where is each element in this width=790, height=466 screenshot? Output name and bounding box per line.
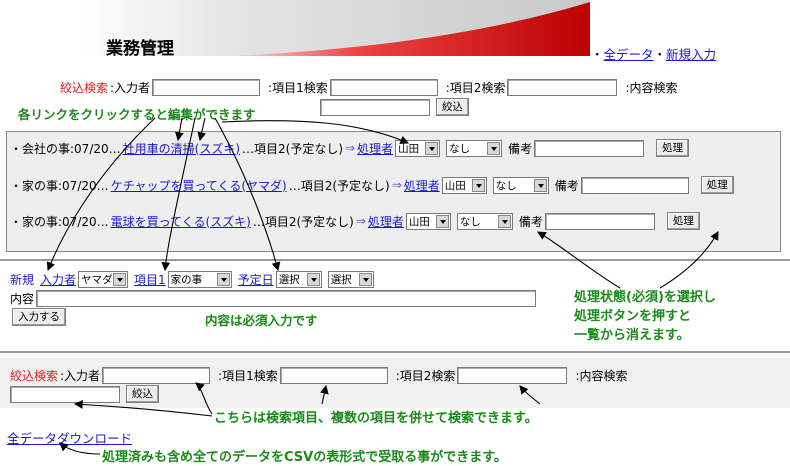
remarks-label: 備考 bbox=[518, 214, 543, 229]
handler-link[interactable]: 処理者 bbox=[357, 141, 394, 156]
item1-search-label: :項目1検索 bbox=[268, 81, 328, 95]
task-suffix: …項目2(予定なし) bbox=[242, 141, 344, 156]
inputter-search-label: :入力者 bbox=[110, 81, 151, 95]
chevron-down-icon bbox=[487, 141, 501, 155]
filter-submit-button[interactable]: 絞込 bbox=[126, 385, 159, 403]
new-entry-submit-wrap: 入力する bbox=[12, 308, 66, 326]
note-search: こちらは検索項目、複数の項目を併せて検索できます。 bbox=[214, 411, 538, 426]
header-banner bbox=[78, 0, 590, 56]
handler-link[interactable]: 処理者 bbox=[367, 214, 404, 229]
arrow-icon: ⇒ bbox=[391, 178, 402, 192]
task-prefix: ・家の事:07/20… bbox=[10, 178, 109, 193]
note-download: 処理済みも含め全てのデータをCSVの表形式で受取る事ができます。 bbox=[102, 450, 507, 465]
divider bbox=[0, 259, 790, 261]
new-entry-row: 新規 入力者 ヤマダ 項目1 家の事 予定日 選択 選択 bbox=[10, 271, 374, 288]
item2-search-input[interactable] bbox=[457, 367, 568, 384]
task-row: ・家の事:07/20… ケチャップを買ってくる(ヤマダ) …項目2(予定なし) … bbox=[10, 176, 734, 194]
remarks-label: 備考 bbox=[554, 178, 579, 193]
date-link[interactable]: 予定日 bbox=[237, 273, 274, 287]
task-suffix: …項目2(予定なし) bbox=[288, 178, 390, 193]
chevron-down-icon bbox=[497, 214, 511, 228]
arrow-icon: ⇒ bbox=[345, 141, 356, 155]
filter-bottom-row2: 絞込 bbox=[10, 385, 159, 403]
remarks-input[interactable] bbox=[580, 176, 689, 194]
nav-separator: ・ bbox=[653, 47, 667, 62]
inputter-search-label: :入力者 bbox=[60, 369, 101, 383]
chevron-down-icon bbox=[533, 178, 547, 192]
task-link[interactable]: 社用車の清掃(スズキ) bbox=[122, 141, 241, 156]
item1-select[interactable]: 家の事 bbox=[167, 271, 232, 288]
chevron-down-icon bbox=[425, 141, 439, 155]
new-entry-label: 新規 bbox=[10, 273, 35, 287]
task-row: ・会社の事:07/20… 社用車の清掃(スズキ) …項目2(予定なし) ⇒ 処理… bbox=[10, 139, 690, 157]
filter-label: 絞込検索 bbox=[10, 369, 59, 383]
chevron-down-icon bbox=[306, 273, 320, 286]
divider bbox=[0, 351, 790, 353]
content-search-input[interactable] bbox=[10, 385, 120, 403]
chevron-down-icon bbox=[435, 214, 449, 228]
chevron-down-icon bbox=[216, 273, 230, 286]
process-button[interactable]: 処理 bbox=[666, 212, 700, 230]
content-input[interactable] bbox=[36, 290, 537, 307]
date-select-month[interactable]: 選択 bbox=[275, 271, 322, 288]
filter-submit-button[interactable]: 絞込 bbox=[436, 98, 469, 116]
chevron-down-icon bbox=[471, 178, 485, 192]
filter-top-row: 絞込検索 :入力者 :項目1検索 :項目2検索 :内容検索 bbox=[60, 79, 677, 96]
note-status: 処理状態(必須)を選択し 処理ボタンを押すと 一覧から消えます。 bbox=[574, 290, 716, 343]
date-select-day[interactable]: 選択 bbox=[327, 271, 374, 288]
remarks-input[interactable] bbox=[534, 139, 645, 157]
arrow-icon: ⇒ bbox=[355, 214, 366, 228]
inputter-search-input[interactable] bbox=[152, 79, 261, 96]
content-row: 内容 bbox=[10, 290, 537, 307]
item2-search-label: :項目2検索 bbox=[445, 81, 506, 95]
item2-search-label: :項目2検索 bbox=[395, 369, 456, 383]
content-label: 内容 bbox=[10, 292, 35, 306]
process-button[interactable]: 処理 bbox=[656, 139, 690, 157]
note-click-edit: 各リンクをクリックすると編集ができます bbox=[18, 107, 256, 122]
handler-select[interactable]: 山田 bbox=[405, 212, 451, 230]
handler-select[interactable]: 山田 bbox=[441, 176, 487, 194]
handler-select[interactable]: 山田 bbox=[395, 139, 441, 157]
status-select[interactable]: なし bbox=[456, 212, 513, 230]
task-link[interactable]: 電球を買ってくる(スズキ) bbox=[110, 214, 251, 229]
filter-bottom-row: 絞込検索 :入力者 :項目1検索 :項目2検索 :内容検索 bbox=[10, 367, 627, 384]
header-nav: ・全データ・新規入力 bbox=[591, 44, 716, 63]
remarks-input[interactable] bbox=[544, 212, 655, 230]
filter-label: 絞込検索 bbox=[60, 81, 109, 95]
task-link[interactable]: ケチャップを買ってくる(ヤマダ) bbox=[110, 178, 287, 193]
note-required: 内容は必須入力です bbox=[205, 313, 318, 328]
task-suffix: …項目2(予定なし) bbox=[252, 214, 354, 229]
inputter-link[interactable]: 入力者 bbox=[40, 273, 77, 287]
content-search-label: :内容検索 bbox=[575, 369, 628, 383]
all-data-link[interactable]: 全データ bbox=[603, 47, 654, 62]
item1-search-input[interactable] bbox=[329, 79, 438, 96]
new-entry-submit-button[interactable]: 入力する bbox=[12, 308, 66, 326]
nav-separator: ・ bbox=[591, 47, 604, 62]
filter-top-row2: 絞込 bbox=[320, 98, 469, 116]
item1-link[interactable]: 項目1 bbox=[134, 273, 166, 287]
remarks-label: 備考 bbox=[508, 141, 533, 156]
item2-search-input[interactable] bbox=[507, 79, 618, 96]
inputter-select[interactable]: ヤマダ bbox=[78, 271, 129, 288]
task-prefix: ・家の事:07/20… bbox=[10, 214, 109, 229]
content-search-input[interactable] bbox=[320, 98, 430, 116]
handler-link[interactable]: 処理者 bbox=[403, 178, 440, 193]
task-row: ・家の事:07/20… 電球を買ってくる(スズキ) …項目2(予定なし) ⇒ 処… bbox=[10, 212, 700, 230]
item1-search-label: :項目1検索 bbox=[218, 369, 278, 383]
download-all-link[interactable]: 全データダウンロード bbox=[7, 431, 133, 446]
status-select[interactable]: なし bbox=[492, 176, 549, 194]
inputter-search-input[interactable] bbox=[102, 367, 211, 384]
process-button[interactable]: 処理 bbox=[700, 176, 734, 194]
new-entry-link[interactable]: 新規入力 bbox=[666, 47, 717, 62]
item1-search-input[interactable] bbox=[279, 367, 388, 384]
chevron-down-icon bbox=[358, 273, 372, 286]
status-select[interactable]: なし bbox=[446, 139, 503, 157]
task-prefix: ・会社の事:07/20… bbox=[10, 141, 121, 156]
content-search-label: :内容検索 bbox=[625, 81, 678, 95]
page-title: 業務管理 bbox=[106, 39, 174, 59]
chevron-down-icon bbox=[113, 273, 127, 286]
